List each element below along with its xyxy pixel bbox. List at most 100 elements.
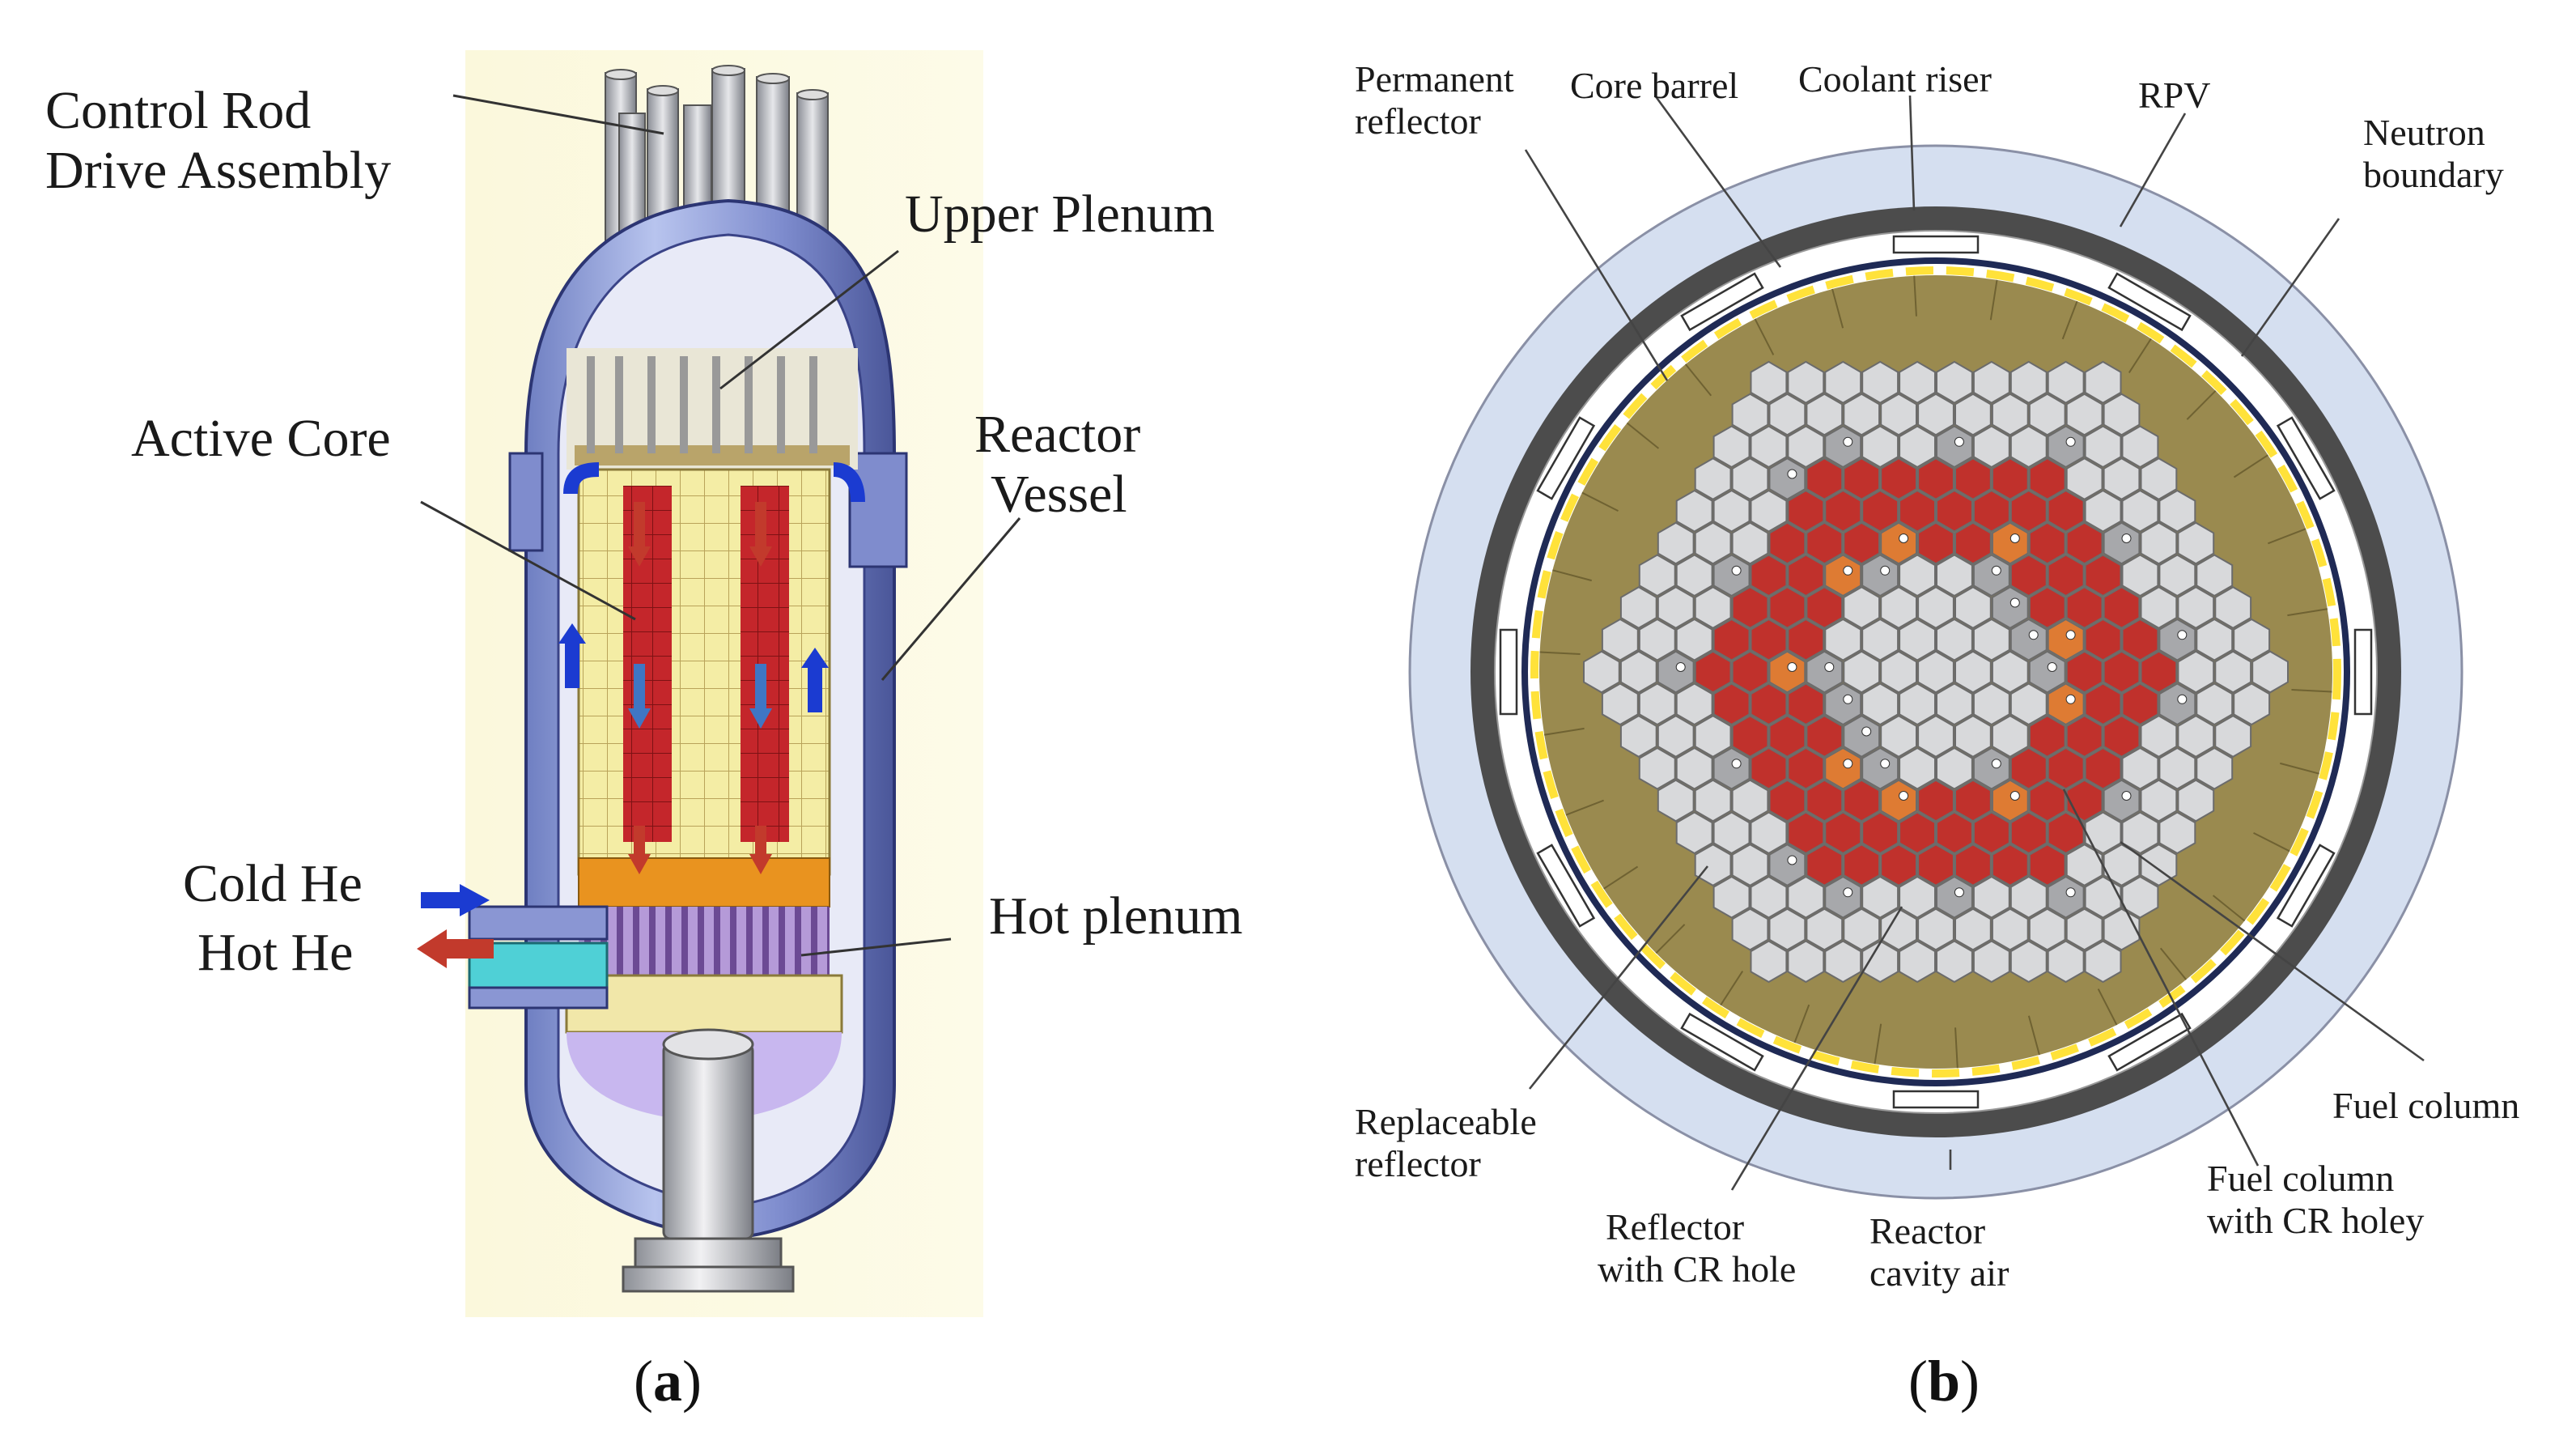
fuel-column-cr-hex — [2047, 682, 2085, 726]
fuel-column-hex — [1972, 489, 2010, 533]
replaceable-reflector-hex — [2009, 360, 2048, 404]
replaceable-reflector-hex — [1638, 618, 1676, 661]
reflector-segment-line — [2280, 762, 2319, 775]
inner-reflector-hex — [1917, 715, 1954, 758]
fuel-column-hex — [2121, 682, 2159, 726]
replaceable-reflector-hex — [2047, 940, 2085, 984]
replaceable-reflector-hex — [1731, 844, 1769, 886]
replaceable-reflector-hex — [1712, 875, 1751, 919]
replaceable-reflector-hex — [1694, 457, 1732, 500]
fuel-column-hex — [2047, 811, 2085, 855]
replaceable-reflector-hex — [2158, 811, 2196, 855]
replaceable-reflector-hex — [1750, 489, 1788, 533]
caption-a: (a) — [634, 1349, 702, 1413]
replaceable-reflector-hex — [2103, 457, 2141, 500]
inner-reflector-hex — [1936, 554, 1973, 597]
replaceable-reflector-hex — [1861, 360, 1899, 404]
fuel-column-hex — [1843, 457, 1881, 500]
replaceable-reflector-hex — [1917, 908, 1954, 951]
replaceable-reflector-hex — [1619, 650, 1657, 694]
replaceable-reflector-hex — [2140, 779, 2178, 823]
replaceable-reflector-hex — [1768, 908, 1806, 951]
replaceable-reflector-hex — [2084, 940, 2122, 984]
replaceable-reflector-hex — [1787, 360, 1825, 404]
reflector-segment-line — [1603, 865, 1639, 890]
label-reflector-with-cr-hole-line2: with CR hole — [1598, 1248, 1797, 1290]
inner-reflector-hex — [1936, 746, 1973, 790]
fuel-column-hex — [2103, 586, 2141, 629]
cr-hole — [2065, 694, 2076, 704]
cr-hole — [2028, 630, 2039, 640]
replaceable-reflector-hex — [1991, 908, 2029, 951]
panel-b-core-cross-section — [1408, 95, 2464, 1200]
reflector-cr-hex — [2047, 875, 2085, 919]
label-reactor-vessel: Reactor Vessel — [974, 405, 1140, 525]
fuel-column-hex — [2084, 746, 2122, 790]
replaceable-reflector-hex — [1675, 554, 1713, 597]
label-replaceable-reflector: Replaceable reflector — [1355, 1101, 1537, 1184]
reflector-cr-hex — [1843, 715, 1881, 758]
core-hex-lattice — [1583, 360, 2289, 984]
cr-hole — [2065, 436, 2076, 447]
fuel-column-hex — [2065, 650, 2103, 694]
replaceable-reflector-hex — [1694, 844, 1732, 886]
cr-hole — [1824, 662, 1835, 672]
replaceable-reflector-hex — [2177, 586, 2215, 629]
replaceable-reflector-hex — [2158, 554, 2196, 597]
cr-hole — [1899, 533, 1909, 543]
replaceable-reflector-hex — [1972, 425, 2010, 469]
fuel-column-hex — [1787, 682, 1825, 726]
caption-b-letter: b — [1927, 1349, 1961, 1413]
replaceable-reflector-hex — [1936, 360, 1973, 404]
fuel-column-hex — [1806, 586, 1844, 629]
replaceable-reflector-hex — [2121, 875, 2159, 919]
label-reflector-with-cr-hole-line1: Reflector — [1606, 1206, 1745, 1248]
replaceable-reflector-hex — [2196, 746, 2234, 790]
replaceable-reflector-hex — [2065, 908, 2103, 951]
label-neutron-boundary: Neutron boundary — [2363, 112, 2504, 195]
fuel-column-hex — [1787, 554, 1825, 597]
replaceable-reflector-hex — [1991, 393, 2029, 436]
cr-hole — [1843, 565, 1853, 576]
reflector-segment-line — [1913, 275, 1917, 317]
replaceable-reflector-hex — [2065, 457, 2103, 500]
reflector-cr-hex — [2009, 618, 2048, 661]
replaceable-reflector-hex — [1731, 779, 1769, 823]
fuel-column-hex — [2009, 554, 2048, 597]
replaceable-reflector-hex — [1601, 618, 1639, 661]
caption-b: (b) — [1908, 1349, 1980, 1413]
neutron-boundary — [1530, 266, 2341, 1078]
fuel-column-hex — [2084, 682, 2122, 726]
reflector-cr-hex — [1936, 875, 1973, 919]
replaceable-reflector-hex — [1861, 875, 1899, 919]
reflector-segment-line — [2128, 338, 2152, 373]
inner-reflector-hex — [1972, 682, 2010, 726]
fuel-column-hex — [1768, 586, 1806, 629]
fuel-column-hex — [1750, 618, 1788, 661]
reflector-segment-line — [2159, 947, 2188, 980]
cr-hole — [2047, 662, 2057, 672]
reflector-cr-hex — [1861, 746, 1899, 790]
bottom-circulator — [622, 1028, 795, 1293]
fuel-column-cr-hex — [1880, 779, 1917, 823]
replaceable-reflector-hex — [1694, 779, 1732, 823]
fuel-column-hex — [1917, 457, 1954, 500]
fuel-column-hex — [1917, 521, 1954, 565]
replaceable-reflector-hex — [1675, 489, 1713, 533]
reflector-cr-hex — [1861, 554, 1899, 597]
replaceable-reflector-hex — [1899, 360, 1936, 404]
replaceable-reflector-hex — [2103, 393, 2141, 436]
cr-hole — [1787, 855, 1797, 865]
inner-reflector-hex — [1880, 650, 1917, 694]
replaceable-reflector-hex — [1638, 554, 1676, 597]
replaceable-reflector-hex — [1824, 360, 1862, 404]
reflector-segment-line — [2097, 988, 2118, 1026]
cr-hole — [2121, 791, 2132, 801]
fuel-column-hex — [1806, 779, 1844, 823]
replaceable-reflector-hex — [2140, 457, 2178, 500]
fuel-column-hex — [1824, 811, 1862, 855]
replaceable-reflector-hex — [1750, 360, 1788, 404]
replaceable-reflector-hex — [1954, 393, 1992, 436]
fuel-column-hex — [1806, 521, 1844, 565]
